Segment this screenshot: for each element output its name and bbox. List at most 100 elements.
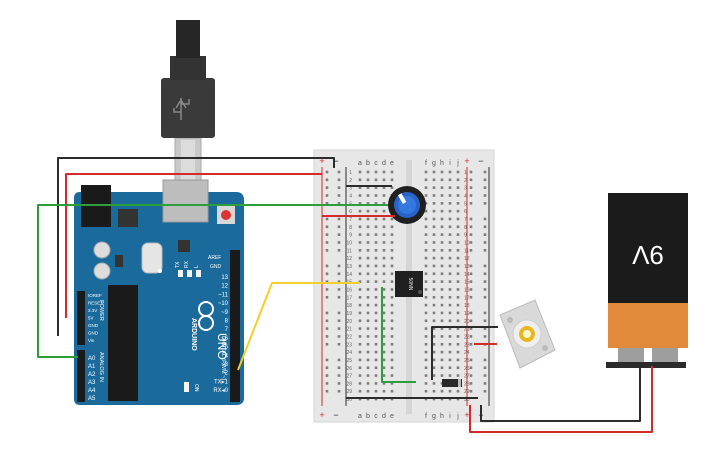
- rail-hole[interactable]: [483, 202, 487, 205]
- breadboard-hole[interactable]: [366, 233, 370, 236]
- rail-hole[interactable]: [325, 366, 329, 370]
- breadboard-hole[interactable]: [432, 311, 436, 315]
- rail-hole[interactable]: [325, 272, 329, 276]
- breadboard-hole[interactable]: [382, 288, 386, 291]
- breadboard-hole[interactable]: [382, 382, 386, 385]
- rail-hole[interactable]: [337, 170, 341, 174]
- breadboard-hole[interactable]: [358, 225, 362, 229]
- breadboard-hole[interactable]: [382, 319, 386, 323]
- breadboard-hole[interactable]: [432, 264, 436, 268]
- breadboard-hole[interactable]: [374, 288, 378, 291]
- rail-hole[interactable]: [325, 170, 329, 174]
- breadboard-hole[interactable]: [390, 186, 394, 189]
- breadboard-hole[interactable]: [440, 342, 444, 346]
- breadboard-hole[interactable]: [366, 178, 370, 182]
- breadboard-hole[interactable]: [374, 295, 378, 299]
- breadboard-hole[interactable]: [448, 170, 452, 174]
- breadboard-hole[interactable]: [382, 295, 386, 299]
- breadboard-hole[interactable]: [358, 217, 362, 221]
- rail-hole[interactable]: [337, 366, 341, 370]
- rail-hole[interactable]: [337, 217, 341, 221]
- rail-hole[interactable]: [469, 389, 473, 393]
- breadboard-hole[interactable]: [432, 319, 436, 323]
- breadboard-hole[interactable]: [366, 170, 370, 174]
- breadboard-hole[interactable]: [382, 366, 386, 370]
- breadboard-hole[interactable]: [358, 209, 362, 213]
- breadboard-hole[interactable]: [448, 202, 452, 205]
- rail-hole[interactable]: [337, 186, 341, 189]
- breadboard-hole[interactable]: [382, 350, 386, 354]
- breadboard-hole[interactable]: [424, 358, 428, 362]
- breadboard-hole[interactable]: [374, 241, 378, 244]
- breadboard-hole[interactable]: [424, 327, 428, 330]
- breadboard-hole[interactable]: [440, 225, 444, 229]
- breadboard-hole[interactable]: [390, 342, 394, 346]
- rail-hole[interactable]: [483, 280, 487, 283]
- breadboard-hole[interactable]: [358, 295, 362, 299]
- breadboard-hole[interactable]: [448, 311, 452, 315]
- breadboard-hole[interactable]: [440, 288, 444, 291]
- potentiometer[interactable]: [388, 186, 426, 224]
- breadboard-hole[interactable]: [390, 217, 394, 221]
- rail-hole[interactable]: [325, 225, 329, 229]
- breadboard-hole[interactable]: [448, 225, 452, 229]
- rail-hole[interactable]: [337, 342, 341, 346]
- rail-hole[interactable]: [469, 178, 473, 182]
- breadboard-hole[interactable]: [390, 280, 394, 283]
- breadboard-hole[interactable]: [382, 178, 386, 182]
- breadboard-hole[interactable]: [390, 366, 394, 370]
- breadboard-hole[interactable]: [424, 319, 428, 323]
- breadboard-hole[interactable]: [432, 280, 436, 283]
- rail-hole[interactable]: [325, 241, 329, 244]
- rail-hole[interactable]: [337, 358, 341, 362]
- breadboard-hole[interactable]: [390, 233, 394, 236]
- breadboard-hole[interactable]: [432, 288, 436, 291]
- breadboard-hole[interactable]: [448, 249, 452, 252]
- rail-hole[interactable]: [483, 374, 487, 377]
- rail-hole[interactable]: [483, 233, 487, 236]
- rail-hole[interactable]: [337, 288, 341, 291]
- breadboard-hole[interactable]: [456, 194, 460, 197]
- breadboard-hole[interactable]: [366, 374, 370, 377]
- breadboard-hole[interactable]: [432, 350, 436, 354]
- rail-hole[interactable]: [337, 249, 341, 252]
- breadboard-hole[interactable]: [374, 186, 378, 189]
- breadboard-hole[interactable]: [358, 280, 362, 283]
- breadboard-hole[interactable]: [358, 186, 362, 189]
- breadboard-hole[interactable]: [440, 280, 444, 283]
- breadboard-hole[interactable]: [390, 288, 394, 291]
- rail-hole[interactable]: [483, 295, 487, 299]
- breadboard-hole[interactable]: [440, 249, 444, 252]
- breadboard-hole[interactable]: [456, 303, 460, 307]
- breadboard-hole[interactable]: [366, 303, 370, 307]
- breadboard-hole[interactable]: [456, 170, 460, 174]
- breadboard-hole[interactable]: [432, 397, 436, 401]
- breadboard-hole[interactable]: [366, 264, 370, 268]
- breadboard-hole[interactable]: [440, 350, 444, 354]
- breadboard-hole[interactable]: [374, 358, 378, 362]
- dc-motor[interactable]: [499, 299, 556, 369]
- breadboard-hole[interactable]: [424, 366, 428, 370]
- breadboard-hole[interactable]: [390, 295, 394, 299]
- breadboard-hole[interactable]: [440, 256, 444, 260]
- breadboard-hole[interactable]: [424, 280, 428, 283]
- breadboard-hole[interactable]: [432, 256, 436, 260]
- breadboard-hole[interactable]: [424, 209, 428, 213]
- breadboard-hole[interactable]: [366, 288, 370, 291]
- rail-hole[interactable]: [325, 327, 329, 330]
- breadboard-hole[interactable]: [456, 178, 460, 182]
- rail-hole[interactable]: [483, 382, 487, 385]
- breadboard-hole[interactable]: [390, 389, 394, 393]
- rail-hole[interactable]: [325, 280, 329, 283]
- breadboard-hole[interactable]: [390, 374, 394, 377]
- rail-hole[interactable]: [325, 217, 329, 221]
- rail-hole[interactable]: [469, 233, 473, 236]
- breadboard-hole[interactable]: [448, 186, 452, 189]
- breadboard-hole[interactable]: [424, 335, 428, 338]
- breadboard-hole[interactable]: [440, 374, 444, 377]
- breadboard-hole[interactable]: [456, 335, 460, 338]
- breadboard-hole[interactable]: [366, 382, 370, 385]
- breadboard-hole[interactable]: [358, 374, 362, 377]
- breadboard-hole[interactable]: [382, 225, 386, 229]
- rail-hole[interactable]: [337, 233, 341, 236]
